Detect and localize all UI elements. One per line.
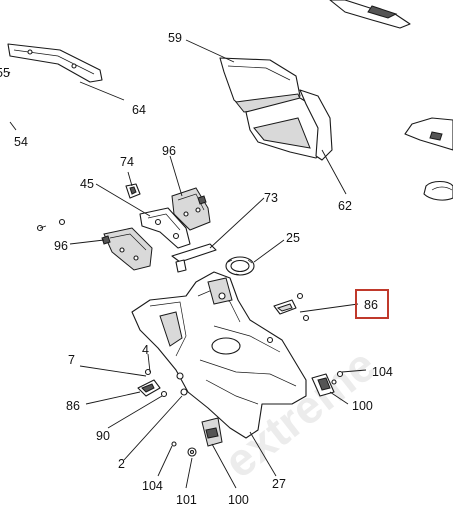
- callout-labels: 59 55 64 54 62 74 96 45 73 96 25 86 4 7 …: [0, 31, 393, 507]
- part-25-ring: [225, 256, 255, 276]
- part-86-lower-latch: [137, 368, 161, 397]
- part-74-clip: [125, 183, 141, 199]
- callout-27: 27: [272, 477, 286, 491]
- highlight-box-86: [355, 289, 389, 319]
- fasteners-90-2: [160, 388, 188, 447]
- callout-59: 59: [168, 31, 182, 45]
- callout-54: 54: [14, 135, 28, 149]
- callout-101: 101: [176, 493, 197, 507]
- callout-45: 45: [80, 177, 94, 191]
- part-27-main-body: [131, 271, 307, 439]
- leader-lines: [7, 39, 367, 489]
- part-64-bracket: [7, 43, 103, 83]
- callout-90: 90: [96, 429, 110, 443]
- part-100-lower-clip: [201, 417, 223, 447]
- callout-86-highlighted: 86: [364, 298, 378, 312]
- part-86-upper-latch: [273, 292, 310, 322]
- callout-86-lower: 86: [66, 399, 80, 413]
- callout-62: 62: [338, 199, 352, 213]
- part-96-left-bracket: [101, 227, 153, 271]
- fasteners-left: [36, 218, 66, 232]
- callout-55: 55: [0, 66, 10, 80]
- callout-100-right: 100: [352, 399, 373, 413]
- part-73-rail: [171, 243, 217, 273]
- part-100-right-clip: [311, 370, 344, 397]
- callout-73: 73: [264, 191, 278, 205]
- callout-74: 74: [120, 155, 134, 169]
- callout-25: 25: [286, 231, 300, 245]
- part-right-partial: [404, 117, 453, 201]
- callout-64: 64: [132, 103, 146, 117]
- part-top-partial: [329, 0, 411, 29]
- part-96-upper-bracket: [171, 187, 211, 231]
- callout-96-upper: 96: [162, 144, 176, 158]
- callout-104-lower: 104: [142, 479, 163, 493]
- callout-7: 7: [68, 353, 75, 367]
- callout-4: 4: [142, 343, 149, 357]
- callout-100-lower: 100: [228, 493, 249, 507]
- callout-2: 2: [118, 457, 125, 471]
- part-45-linkage: [139, 207, 191, 249]
- callout-104-right: 104: [372, 365, 393, 379]
- callout-96-left: 96: [54, 239, 68, 253]
- part-101-nut: [187, 447, 197, 457]
- part-62-lower-housing: [245, 89, 333, 161]
